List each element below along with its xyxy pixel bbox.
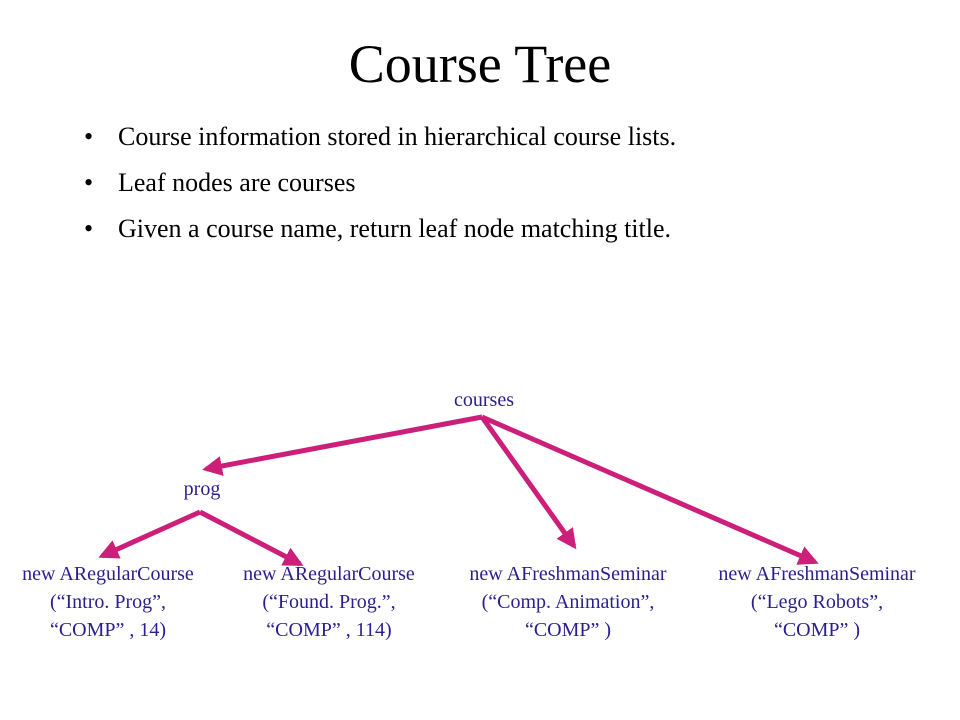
leaf-title: (“Intro. Prog”, xyxy=(49,591,167,613)
leaf-constructor: new AFreshmanSeminar xyxy=(718,563,916,585)
leaf-title: (“Found. Prog.”, xyxy=(262,591,396,613)
bullet-icon: • xyxy=(84,168,94,197)
leaf-dept-number: “COMP” , 114) xyxy=(266,619,392,641)
bullet-text: Course information stored in hierarchica… xyxy=(118,122,677,151)
node-courses: courses xyxy=(454,389,514,411)
leaf-node-comp-animation: new AFreshmanSeminar (“Comp. Animation”,… xyxy=(469,560,666,644)
bullet-item: • Course information stored in hierarchic… xyxy=(84,118,676,164)
leaf-title: (“Comp. Animation”, xyxy=(481,591,655,613)
leaf-constructor: new ARegularCourse xyxy=(243,563,415,585)
leaf-node-found-prog: new ARegularCourse (“Found. Prog.”, “COM… xyxy=(243,560,415,644)
leaf-dept-number: “COMP” ) xyxy=(773,619,861,641)
leaf-constructor: new AFreshmanSeminar xyxy=(469,563,667,585)
bullet-icon: • xyxy=(84,122,94,151)
leaf-title: (“Lego Robots”, xyxy=(750,591,884,613)
leaf-dept-number: “COMP” , 14) xyxy=(49,619,167,641)
edge-prog-to-leaf-1 xyxy=(98,509,202,559)
bullet-item: • Leaf nodes are courses xyxy=(84,164,676,210)
edge-courses-to-leaf-4 xyxy=(481,414,819,565)
node-prog: prog xyxy=(183,478,221,500)
bullet-text: Leaf nodes are courses xyxy=(118,168,356,197)
bullet-icon: • xyxy=(84,214,94,243)
leaf-node-intro-prog: new ARegularCourse (“Intro. Prog”, “COMP… xyxy=(22,560,194,644)
bullet-text: Given a course name, return leaf node ma… xyxy=(118,214,672,243)
slide-title: Course Tree xyxy=(348,34,612,94)
leaf-dept-number: “COMP” ) xyxy=(524,619,612,641)
leaf-constructor: new ARegularCourse xyxy=(22,563,194,585)
edge-prog-to-leaf-2 xyxy=(198,509,304,567)
bullet-list: • Course information stored in hierarchic… xyxy=(84,118,676,256)
leaf-node-lego-robots: new AFreshmanSeminar (“Lego Robots”, “CO… xyxy=(718,560,915,644)
bullet-item: • Given a course name, return leaf node m… xyxy=(84,210,676,256)
edge-courses-to-leaf-3 xyxy=(479,415,577,550)
edge-courses-to-prog xyxy=(202,414,483,476)
